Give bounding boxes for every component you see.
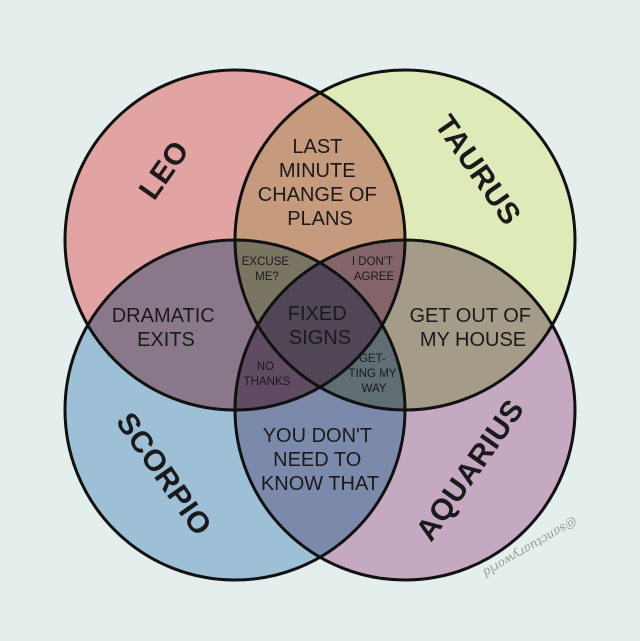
fixed-signs-label: FIXED SIGNS xyxy=(288,303,352,349)
you-dont-need-to-know-label: YOU DON'T NEED TO KNOW THAT xyxy=(261,425,379,495)
last-minute-change-label: LAST MINUTE CHANGE OF PLANS xyxy=(258,136,382,230)
dramatic-exits-label: DRAMATIC EXITS xyxy=(112,305,221,351)
getting-my-way-label: GET- TING MY WAY xyxy=(349,353,400,395)
fixed-signs-region xyxy=(235,240,405,410)
no-thanks-label: NO THANKS xyxy=(244,361,291,388)
scorpio-outline xyxy=(63,238,407,582)
get-out-of-my-house-label: GET OUT OF MY HOUSE xyxy=(409,305,536,351)
excuse-me-label: EXCUSE ME? xyxy=(242,256,293,283)
aquarius-outline xyxy=(233,238,577,582)
i-dont-agree-label: I DON'T AGREE xyxy=(352,256,396,283)
